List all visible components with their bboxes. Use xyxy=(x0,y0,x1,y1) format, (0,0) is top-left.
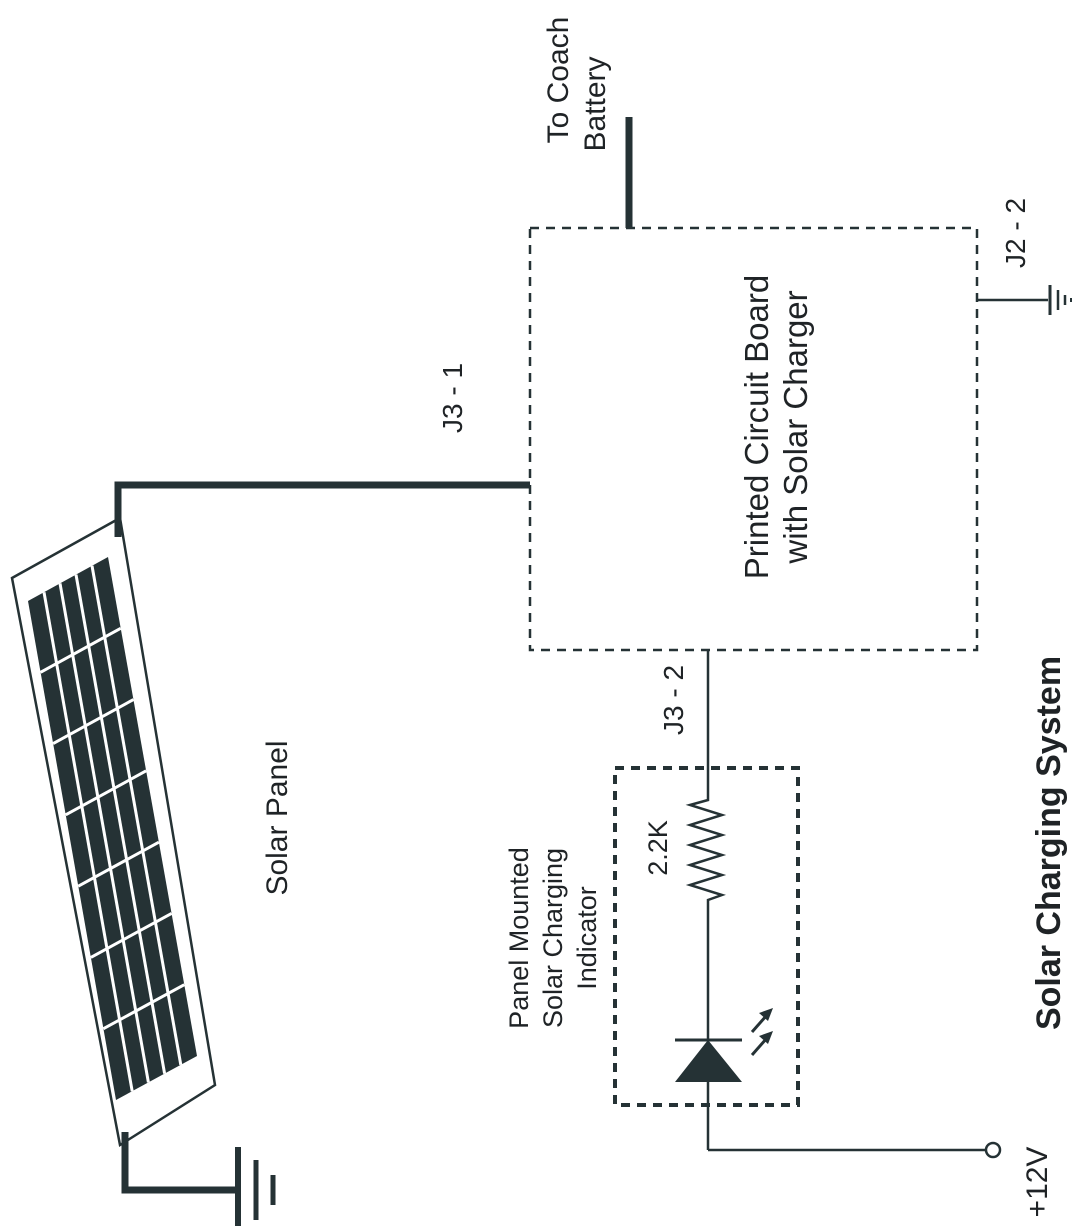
solar-panel-icon xyxy=(10,516,217,1148)
j3-1-label: J3 - 1 xyxy=(437,363,468,433)
indicator-label-line3: Indicator xyxy=(572,886,602,990)
resistor-icon xyxy=(685,765,727,940)
indicator-box xyxy=(613,766,800,1107)
pcb-box xyxy=(528,226,979,652)
terminal-icon xyxy=(984,1141,1002,1159)
panel-grid xyxy=(39,565,186,1092)
indicator-label-line1: Panel Mounted xyxy=(504,847,534,1029)
indicator-label-line2: Solar Charging xyxy=(538,848,568,1028)
pcb-label-line1: Printed Circuit Board xyxy=(738,275,775,579)
diagram-title: Solar Charging System xyxy=(1030,656,1068,1030)
supply-label: +12V xyxy=(1021,1147,1054,1218)
j2-2-label: J2 - 2 xyxy=(1000,198,1031,268)
battery-label-line2: Battery xyxy=(579,56,612,151)
led-icon xyxy=(675,940,773,1150)
wire-panel-to-pcb xyxy=(114,481,530,537)
pcb-label-line2: with Solar Charger xyxy=(777,290,814,564)
resistor-label: 2.2K xyxy=(643,820,673,876)
j3-2-label: J3 - 2 xyxy=(658,665,689,735)
solar-panel-label: Solar Panel xyxy=(261,740,294,895)
wire-panel-to-ground xyxy=(121,1132,236,1194)
ground-icon xyxy=(1048,285,1072,315)
ground-icon xyxy=(235,1147,276,1226)
battery-label-line1: To Coach xyxy=(542,17,575,144)
